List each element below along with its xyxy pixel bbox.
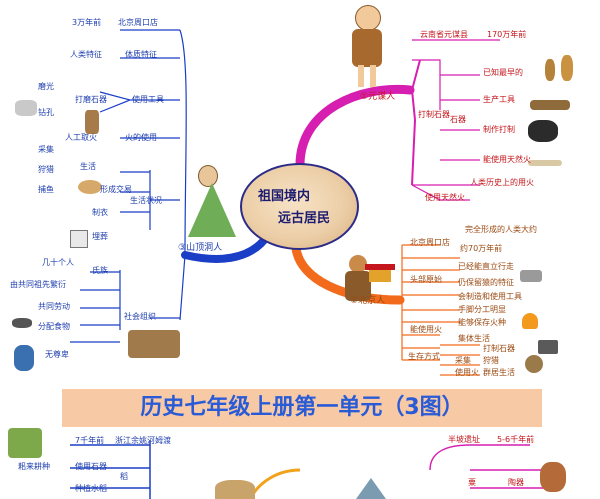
bj-item-17: 群居生活 [483, 368, 515, 378]
bj-item-3: 完全形成的人类大约 [465, 225, 537, 235]
sdd-item-5: 磨光 [38, 82, 54, 92]
bj-item-7: 会制造和使用工具 [458, 292, 522, 302]
palace-icon [365, 260, 395, 284]
hemudu-scene-image [8, 428, 42, 458]
pottery-icon [15, 100, 37, 116]
sdd-item-13: 捕鱼 [38, 185, 54, 195]
sdd-item-3: 人类特征 [70, 50, 102, 60]
bj-item-1: 北京周口店 [410, 238, 450, 248]
title-banner-text: 历史七年级上册第一单元（3图） [62, 389, 542, 427]
bj-item-15: 狩猎 [483, 356, 499, 366]
yuanmou-item-1: 云南省元谋县 [420, 30, 468, 40]
bl-item-4: 使用石器 [75, 462, 107, 472]
branch-yuanmou-sub [412, 60, 420, 185]
bj-item-11: 生存方式 [408, 352, 440, 362]
bone-tools-image [530, 100, 570, 110]
yuanmou-item-7: 能使用天然火 [483, 155, 531, 165]
sdd-item-14: 生活 [80, 162, 96, 172]
shandingdong-title: ③山顶洞人 [178, 243, 222, 253]
sdd-item-25: 社会组织 [124, 312, 156, 322]
yuanmou-item-4: 生产工具 [483, 95, 515, 105]
bj-item-12: 集体生活 [458, 334, 490, 344]
bj-item-14: 采集 [455, 356, 471, 366]
sdd-item-8: 使用工具 [132, 95, 164, 105]
bj-item-2: 约70万年前 [460, 244, 502, 254]
sdd-item-12: 狩猎 [38, 165, 54, 175]
sdd-item-2: 北京周口店 [118, 18, 158, 28]
yuanmou-item-9: 打制石器 [418, 110, 450, 120]
yuanmou-item-3: 已知最早的 [483, 68, 523, 78]
sdd-item-10: 火的使用 [125, 133, 157, 143]
stone-figure-icon [85, 110, 99, 134]
shandingdong-figure [188, 165, 236, 237]
sdd-item-24: 无尊卑 [45, 350, 69, 360]
br-item-2: 5-6千年前 [497, 435, 534, 445]
grave-cross-icon [70, 230, 88, 248]
banpo-pottery-image [540, 462, 566, 492]
tool-icon [520, 270, 542, 282]
branch-bottom-mid [250, 470, 300, 499]
sdd-item-11: 采集 [38, 145, 54, 155]
bl-item-1: 7千年前 [75, 436, 104, 446]
bj-item-16: 使用火 [455, 368, 479, 378]
sdd-item-16: 生活状况 [130, 196, 162, 206]
yuanmou-man-figure [350, 5, 384, 90]
sdd-item-6: 钻孔 [38, 108, 54, 118]
yuanmou-item-2: 170万年前 [487, 30, 526, 40]
br-item-1: 半坡遗址 [448, 435, 480, 445]
title-banner: 历史七年级上册第一单元（3图） [62, 389, 542, 427]
sdd-item-4: 体质特征 [125, 50, 157, 60]
bl-item-2: 浙江余姚河姆渡 [115, 436, 171, 446]
bj-item-13: 打制石器 [483, 344, 515, 354]
sdd-item-15: 形成交易 [100, 185, 132, 195]
bl-item-3: 耜来耕种 [18, 462, 50, 472]
charcoal-image [528, 120, 558, 142]
bl-item-6: 种植水稻 [75, 484, 107, 494]
sdd-item-7: 打磨石器 [75, 95, 107, 105]
sdd-item-22: 共同劳动 [38, 302, 70, 312]
boat-image [215, 480, 255, 499]
yuanmou-item-8: 人类历史上的用火 [470, 178, 534, 188]
yuanmou-item-6: 制作打制 [483, 125, 515, 135]
sdd-item-20: 氏族 [92, 266, 108, 276]
yuanmou-item-5: 石器 [450, 115, 466, 125]
bone-image [528, 160, 562, 166]
bj-item-10: 能够保存火种 [458, 318, 506, 328]
sdd-item-1: 3万年前 [72, 18, 101, 28]
br-item-4: 陶器 [508, 478, 524, 488]
bj-item-6: 仍保留猿的特征 [458, 278, 514, 288]
campfire-icon [522, 313, 538, 329]
br-item-3: 粟 [468, 478, 476, 488]
sdd-item-9: 人工取火 [65, 133, 97, 143]
people-icon [14, 345, 34, 371]
sdd-item-23: 分配食物 [38, 322, 70, 332]
gourd-icon [525, 355, 543, 373]
bj-item-8: 手脚分工明显 [458, 305, 506, 315]
beijing-title: ②北京人 [350, 296, 385, 306]
yuanmou-title: ①元谋人 [360, 92, 395, 102]
sdd-item-18: 埋葬 [92, 232, 108, 242]
village-scene-image [128, 330, 180, 358]
center-topic-line1: 祖国境内 [258, 185, 310, 204]
bj-item-4: 已经能直立行走 [458, 262, 514, 272]
bj-item-9: 能使用火 [410, 325, 442, 335]
shell-icon [78, 180, 102, 194]
bl-item-5: 稻 [120, 472, 128, 482]
stone-tools-image [545, 55, 585, 85]
axe-icon [12, 318, 32, 328]
shovel-icon [538, 340, 558, 354]
center-topic-line2: 远古居民 [278, 207, 330, 226]
sdd-item-19: 几十个人 [42, 258, 74, 268]
bj-item-5: 头部原始 [410, 275, 442, 285]
sdd-item-21: 由共同祖先繁衍 [10, 280, 66, 290]
yuanmou-item-10: 使用天然火 [425, 193, 465, 203]
sdd-item-17: 制衣 [92, 208, 108, 218]
